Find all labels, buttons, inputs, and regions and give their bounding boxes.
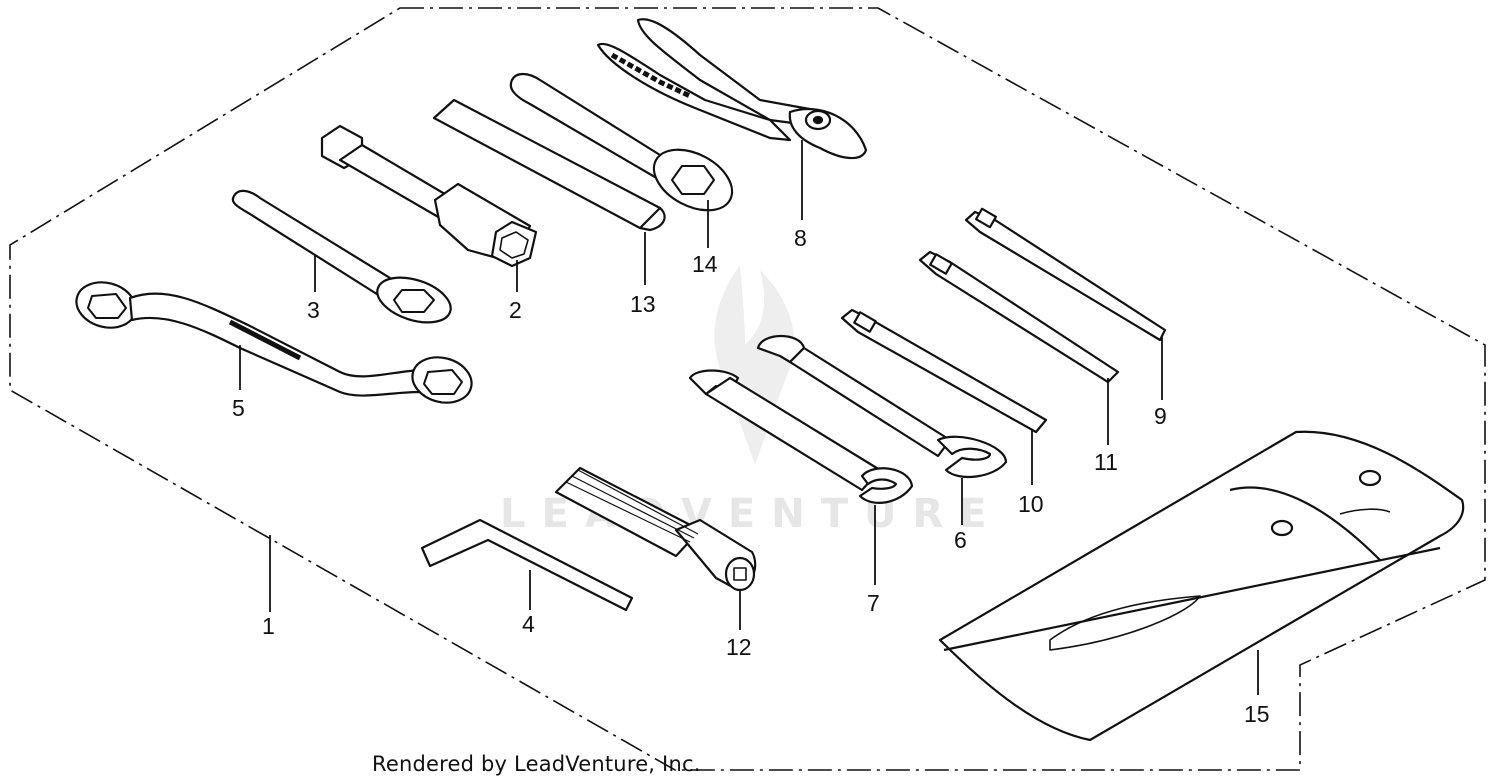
callout-14: 14 — [692, 251, 718, 277]
callout-4: 4 — [522, 611, 535, 637]
callout-2: 2 — [509, 297, 522, 323]
callout-7: 7 — [867, 590, 880, 616]
socket-wrench-part-2 — [320, 124, 538, 268]
flat-handle-part-13 — [432, 98, 666, 232]
offset-box-wrench-part-5 — [75, 281, 473, 404]
callout-11: 11 — [1094, 449, 1118, 475]
open-end-wrench-part-7 — [688, 369, 914, 504]
box-wrench-part-14 — [509, 72, 734, 212]
callout-10: 10 — [1018, 491, 1044, 517]
open-end-wrench-part-6 — [756, 335, 1008, 478]
render-credit: Rendered by LeadVenture, Inc. — [372, 752, 701, 776]
callout-9: 9 — [1154, 403, 1167, 429]
callout-6: 6 — [954, 527, 967, 553]
box-wrench-part-3 — [231, 189, 452, 324]
leader-lines — [239, 140, 1259, 695]
callout-5: 5 — [232, 395, 245, 421]
callout-12: 12 — [726, 634, 752, 660]
screwdriver-part-9 — [964, 207, 1167, 342]
tool-bag-part-15 — [938, 430, 1465, 742]
pliers-part-8 — [596, 18, 868, 160]
callout-15: 15 — [1244, 701, 1270, 727]
callout-8: 8 — [794, 225, 807, 251]
screwdriver-part-11 — [918, 250, 1120, 384]
callout-1: 1 — [262, 613, 275, 639]
kit-boundary — [9, 7, 1486, 771]
callout-3: 3 — [307, 297, 320, 323]
grip-handle-part-12 — [554, 466, 757, 592]
hex-key-part-4 — [420, 518, 634, 612]
callout-13: 13 — [630, 291, 656, 317]
screwdriver-part-10 — [840, 308, 1048, 434]
